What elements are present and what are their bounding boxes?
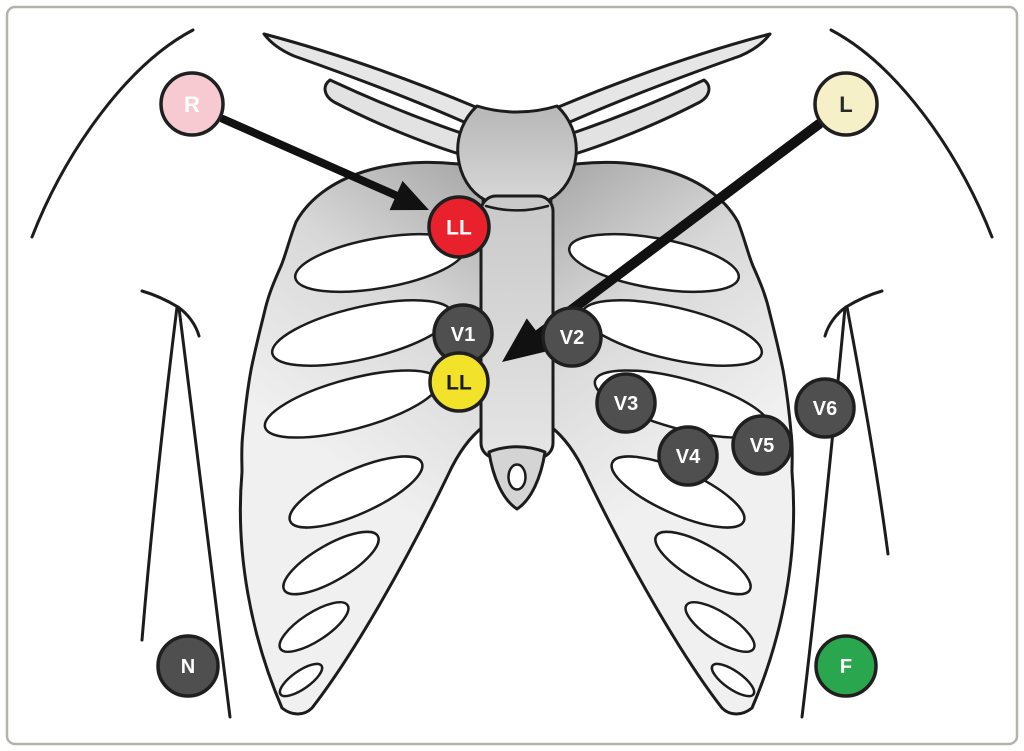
manubrium xyxy=(456,104,578,206)
electrode-v6-circle xyxy=(794,377,856,439)
arrow-r-to-ll-upper-line xyxy=(219,115,406,202)
electrode-v1: V1 xyxy=(432,303,494,365)
electrode-v3-label: V3 xyxy=(614,393,638,415)
pointer-arrows xyxy=(219,115,824,362)
electrode-v2-circle xyxy=(541,306,603,368)
electrode-v4-label: V4 xyxy=(676,446,701,468)
electrode-v6-label: V6 xyxy=(813,398,837,420)
electrode-v5-label: V5 xyxy=(750,435,774,457)
electrode-f: F xyxy=(814,634,878,698)
electrode-r-label: R xyxy=(184,92,200,117)
electrode-v3-circle xyxy=(595,372,657,434)
right-side-line-outer xyxy=(845,305,890,556)
sternum-seam xyxy=(484,204,550,212)
left-side-line-inner xyxy=(177,306,232,719)
left-shoulder-outline xyxy=(30,28,195,239)
arrow-l-to-ll-lower-head xyxy=(502,318,551,362)
intercostal-space xyxy=(278,662,324,698)
electrode-v5-circle xyxy=(731,414,793,476)
electrode-f-label: F xyxy=(840,656,852,678)
electrode-f-circle xyxy=(814,634,878,698)
electrode-ll-lower: LL xyxy=(428,351,490,413)
electrode-r: R xyxy=(159,71,225,137)
left-clavicle xyxy=(262,32,480,128)
intercostal-space xyxy=(278,601,350,653)
electrode-ll-upper-label: LL xyxy=(446,217,472,240)
right-clavicle xyxy=(554,32,772,128)
electrode-l-circle xyxy=(813,71,879,137)
electrode-r-circle xyxy=(159,71,225,137)
right-armpit-line xyxy=(844,289,884,309)
electrode-n: N xyxy=(156,634,220,698)
electrode-l-label: L xyxy=(839,92,852,117)
torso-ribcage-illustration xyxy=(30,28,994,719)
intercostal-space xyxy=(288,455,424,529)
electrode-ll-upper: LL xyxy=(427,195,491,259)
electrode-v6: V6 xyxy=(794,377,856,439)
electrode-ll-lower-label: LL xyxy=(446,372,472,395)
electrode-v4: V4 xyxy=(657,425,719,487)
electrode-ll-lower-circle xyxy=(428,351,490,413)
electrode-ll-upper-circle xyxy=(427,195,491,259)
torso-outline xyxy=(30,28,994,719)
left-first-rib xyxy=(323,78,472,158)
right-first-rib xyxy=(562,78,711,158)
intercostal-space xyxy=(710,662,756,698)
arrow-l-to-ll-lower-line xyxy=(528,119,824,343)
electrode-v5: V5 xyxy=(731,414,793,476)
arrow-r-to-ll-upper-head xyxy=(389,180,429,211)
right-side-line-inner xyxy=(800,306,847,719)
electrode-n-circle xyxy=(156,634,220,698)
left-side-line-outer xyxy=(140,305,179,642)
electrode-v1-label: V1 xyxy=(451,324,475,346)
xiphoid-foramen xyxy=(507,463,527,491)
electrode-v2-label: V2 xyxy=(560,327,584,349)
intercostal-space xyxy=(684,601,756,653)
electrode-n-label: N xyxy=(181,656,195,678)
electrode-v3: V3 xyxy=(595,372,657,434)
electrode-v2: V2 xyxy=(541,306,603,368)
right-shoulder-outline xyxy=(829,28,994,239)
intercostal-space xyxy=(654,530,752,596)
intercostal-space xyxy=(282,530,380,596)
left-armpit-line xyxy=(140,289,180,309)
electrode-l: L xyxy=(813,71,879,137)
electrode-v4-circle xyxy=(657,425,719,487)
